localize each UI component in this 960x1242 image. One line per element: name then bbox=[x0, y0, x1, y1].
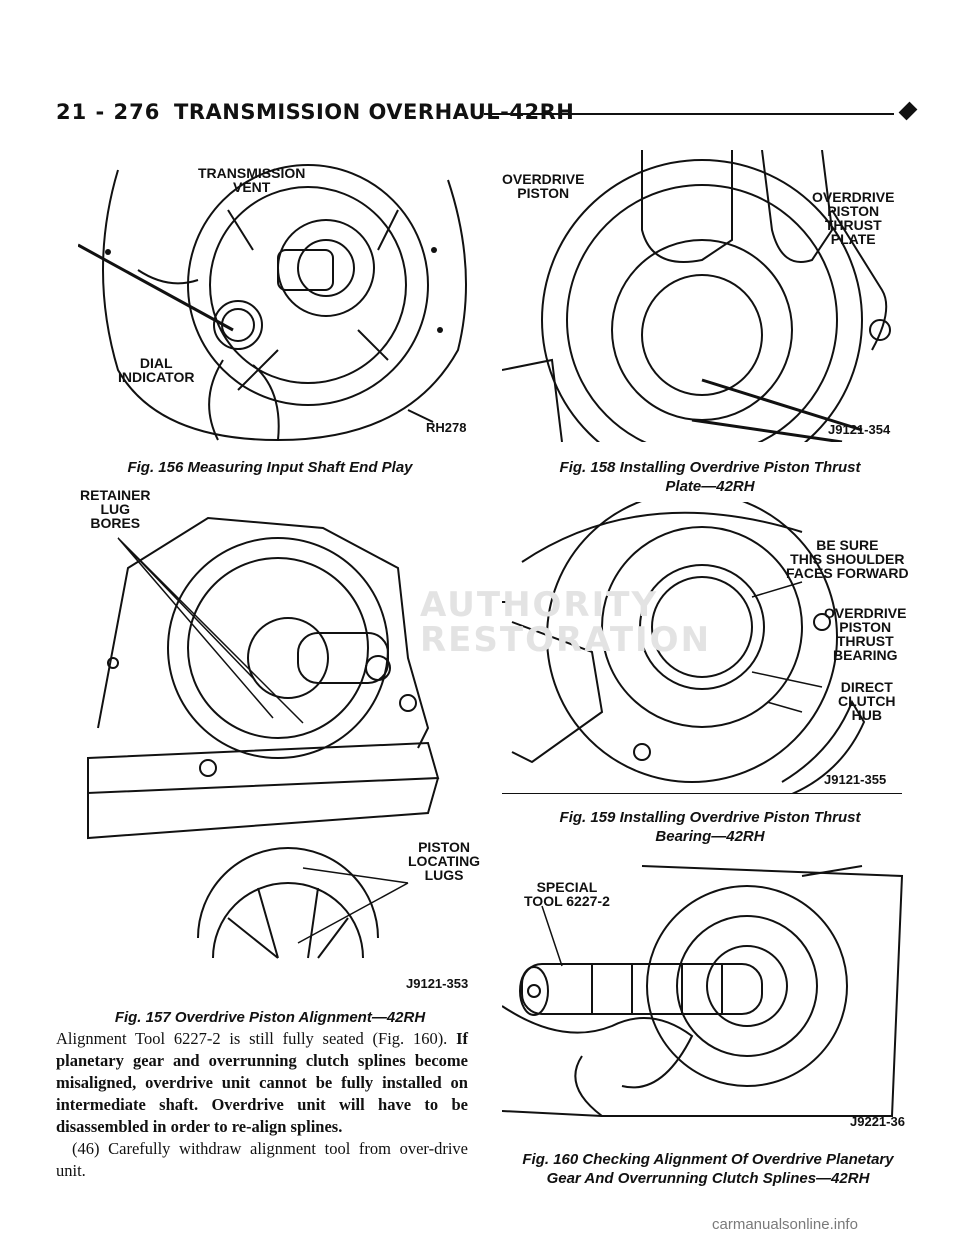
body-paragraph-2: (46) Carefully withdraw alignment tool f… bbox=[56, 1139, 468, 1180]
caption-fig-160: Fig. 160 Checking Alignment Of Overdrive… bbox=[522, 1151, 894, 1187]
caption-fig-158: Fig. 158 Installing Overdrive Piston Thr… bbox=[559, 459, 861, 495]
figure-code: J9121-353 bbox=[406, 976, 469, 991]
label-dial-indicator: DIAL INDICATOR bbox=[118, 355, 195, 385]
watermark-text: AUTHORITY bbox=[420, 585, 659, 625]
caption-fig-159: Fig. 159 Installing Overdrive Piston Thr… bbox=[559, 809, 861, 845]
footer-site-link[interactable]: carmanualsonline.info bbox=[712, 1216, 858, 1233]
thrust-bearing-illustration bbox=[502, 502, 902, 794]
figure-159: BE SURE THIS SHOULDER FACES FORWARD OVER… bbox=[502, 502, 909, 794]
label-shoulder-faces-forward: BE SURE THIS SHOULDER FACES FORWARD bbox=[786, 537, 909, 581]
figure-code: J9221-36 bbox=[850, 1114, 905, 1129]
label-piston-locating-lugs: PISTON LOCATING LUGS bbox=[408, 839, 481, 883]
header-rule bbox=[484, 113, 894, 115]
alignment-tool-illustration bbox=[502, 865, 904, 1117]
label-overdrive-piston: OVERDRIVE PISTON bbox=[502, 171, 585, 201]
caption-fig-156: Fig. 156 Measuring Input Shaft End Play bbox=[127, 459, 413, 476]
diamond-icon bbox=[898, 101, 918, 121]
figure-code: RH278 bbox=[426, 420, 467, 435]
label-thrust-bearing: OVERDRIVE PISTON THRUST BEARING bbox=[824, 605, 907, 663]
figure-160: SPECIAL TOOL 6227-2 J9221-36 bbox=[502, 856, 905, 1132]
body-text: Alignment Tool 6227-2 is still fully sea… bbox=[56, 1028, 468, 1182]
figure-156: TRANSMISSION VENT DIAL INDICATOR RH278 bbox=[78, 150, 478, 442]
thrust-plate-illustration bbox=[502, 150, 891, 442]
watermark-text-2: RESTORATION bbox=[420, 620, 712, 660]
label-direct-clutch-hub: DIRECT CLUTCH HUB bbox=[838, 679, 896, 723]
page-header: 21 - 276 TRANSMISSION OVERHAUL-42RH bbox=[56, 100, 918, 130]
figure-157: RETAINER LUG BORES PISTON LOCATING LUGS … bbox=[78, 487, 481, 991]
figure-158: OVERDRIVE PISTON OVERDRIVE PISTON THRUST… bbox=[502, 150, 904, 442]
piston-alignment-illustration bbox=[87, 516, 440, 959]
label-transmission-vent: TRANSMISSION VENT bbox=[198, 165, 306, 195]
body-paragraph-1-bold: If planetary gear and overrunning clutch… bbox=[56, 1029, 468, 1136]
page-title: TRANSMISSION OVERHAUL-42RH bbox=[174, 100, 575, 124]
label-retainer-lug-bores: RETAINER LUG BORES bbox=[80, 487, 151, 531]
label-special-tool: SPECIAL TOOL 6227-2 bbox=[524, 879, 610, 909]
caption-fig-157: Fig. 157 Overdrive Piston Alignment—42RH bbox=[114, 1009, 426, 1026]
figure-code: J9121-354 bbox=[828, 422, 891, 437]
input-shaft-illustration bbox=[78, 164, 467, 442]
body-paragraph-1-normal: Alignment Tool 6227-2 is still fully sea… bbox=[56, 1029, 448, 1048]
label-overdrive-piston-thrust-plate: OVERDRIVE PISTON THRUST PLATE bbox=[812, 189, 895, 247]
figure-code: J9121-355 bbox=[824, 772, 887, 787]
page-number: 21 - 276 bbox=[56, 100, 161, 124]
